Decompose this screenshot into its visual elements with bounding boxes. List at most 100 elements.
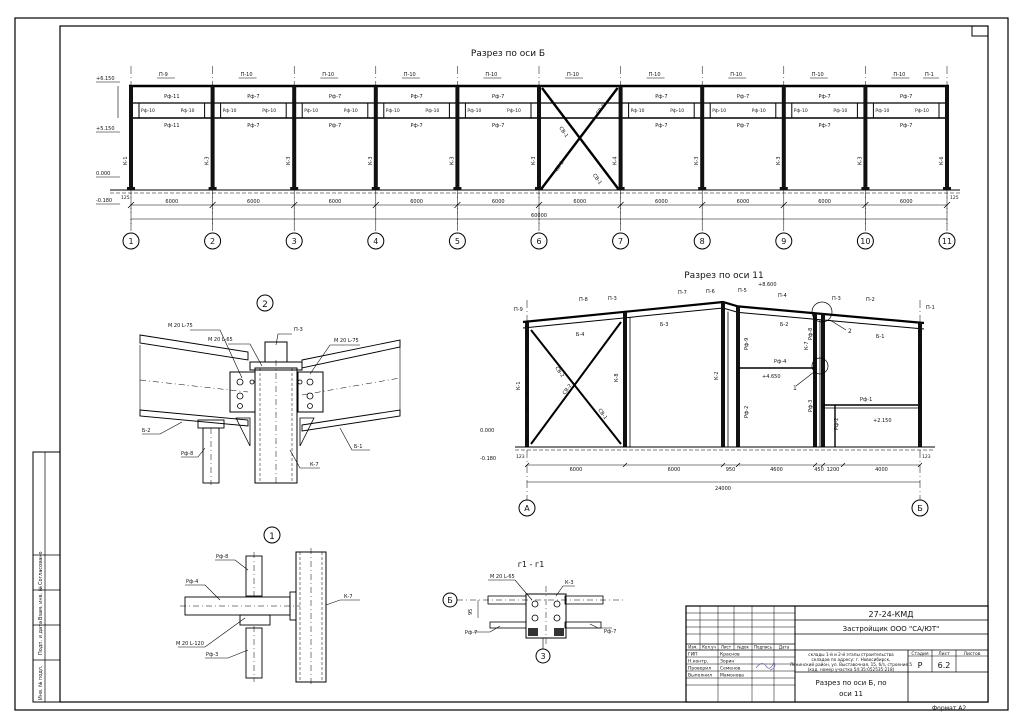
post-label: Рф-8 — [808, 328, 814, 340]
node-2-label: П-3 — [294, 327, 303, 333]
column — [821, 314, 825, 447]
company-name: Застройщик ООО "СА/ЮТ" — [843, 625, 940, 633]
side-beam-label: Рф-10 — [425, 108, 439, 114]
side-stamp-label: Подп. и дата — [38, 621, 44, 655]
axis-label: 11 — [942, 237, 952, 246]
mid-beam-label: Рф-7 — [247, 94, 259, 100]
mid-beam-label: Рф-7 — [410, 94, 422, 100]
span-dim: 6000 — [570, 467, 583, 473]
column — [129, 86, 133, 190]
object-line: складов по адресу: г. Новосибирск, — [812, 657, 891, 662]
column — [618, 86, 623, 190]
beam-label: П-4 — [778, 293, 787, 299]
edge-dim: 125 — [121, 195, 130, 201]
beam-label: П-8 — [579, 297, 588, 303]
dim-tick — [943, 201, 951, 209]
section-z1-label: Рф-7 — [604, 629, 616, 635]
column — [736, 306, 740, 447]
column-label: К-3 — [857, 156, 863, 165]
col-header: Кол.уч — [702, 645, 716, 650]
bottom-beam-label: Рф-7 — [329, 123, 341, 129]
node-2-label: М 20 L-75 — [168, 323, 193, 329]
side-beam-label: Рф-10 — [304, 108, 318, 114]
stage-header: Стадия — [911, 651, 929, 657]
col-header: №док — [737, 645, 749, 650]
object-line: Ленинский район, ул. Выставочная, 15, б/… — [790, 662, 913, 667]
bottom-beam-label: Рф-7 — [655, 123, 667, 129]
node-2-label: М 20 L-75 — [334, 338, 359, 344]
side-beam-label: Рф-10 — [712, 108, 726, 114]
top-beam-label: П-10 — [567, 72, 579, 78]
post-label: Рф-2 — [744, 406, 750, 418]
horizontal-label: Рф-4 — [774, 359, 786, 365]
dim-tick — [720, 462, 726, 468]
object-line: склады 1-й и 2-й этапы строительства — [808, 652, 894, 657]
column — [700, 86, 705, 190]
document-code: 27-24-КМД — [869, 610, 914, 619]
level-mark: +8.600 — [758, 282, 777, 288]
section-11-title: Разрез по оси 11 — [684, 271, 764, 281]
span-dim: 6000 — [818, 199, 831, 205]
column-base — [453, 187, 462, 190]
node-2-label: М 20 L-65 — [208, 337, 233, 343]
horizontal-label: Рф-1 — [860, 397, 872, 403]
bracing-member — [530, 321, 622, 445]
sheet-number: 6.2 — [938, 661, 951, 670]
person-name: Зорин — [720, 659, 734, 665]
axis-label: 10 — [860, 237, 870, 246]
side-beam-label: Рф-10 — [915, 108, 929, 114]
column-label: К-2 — [714, 371, 720, 380]
dim-tick — [917, 462, 923, 468]
person-name: Краснов — [720, 652, 740, 658]
rafter-label: Б-4 — [576, 332, 584, 338]
side-beam-label: Рф-10 — [875, 108, 889, 114]
top-beam-label: П-9 — [159, 72, 168, 78]
format-label: Формат А2 — [932, 705, 966, 712]
bracing-label: СВ-1 — [557, 126, 569, 139]
level-mark: +6.150 — [96, 76, 115, 82]
column — [525, 322, 529, 447]
object-line: (кад. номер участка 54:35:052535:218) — [808, 667, 895, 672]
dim-tick — [840, 462, 846, 468]
column-label: К-3 — [368, 156, 374, 165]
column-base — [371, 187, 380, 190]
top-beam-label: П-10 — [893, 72, 905, 78]
axis-label: А — [524, 504, 530, 513]
sheet-name: Разрез по оси Б, по — [815, 679, 886, 687]
corner-stamp — [971, 25, 989, 37]
span-dim: 6000 — [900, 199, 913, 205]
column-base — [616, 187, 625, 190]
bracing-label: СВ-1 — [554, 160, 566, 173]
edge-dim: 125 — [950, 195, 959, 201]
side-beam-label: Рф-10 — [631, 108, 645, 114]
post-label: Рф-9 — [744, 338, 750, 350]
column-base — [208, 187, 217, 190]
axis-label: 2 — [210, 237, 215, 246]
column — [813, 313, 817, 447]
bracing-member — [541, 87, 619, 189]
section-b-drawing: +6.150+5.1500.000-0.180К-11П-9К-32П-10К-… — [96, 66, 960, 250]
outer-frame — [14, 17, 1009, 711]
bracing-label: СВ-1 — [596, 408, 608, 421]
side-beam-label: Рф-10 — [467, 108, 481, 114]
side-beam-label: Рф-10 — [344, 108, 358, 114]
bottom-beam-label: Рф-7 — [900, 123, 912, 129]
span-dim: 1200 — [827, 467, 840, 473]
side-beam-label: Рф-10 — [223, 108, 237, 114]
section-b-title: Разрез по оси Б — [471, 49, 545, 59]
section-z1-title: г1 - г1 — [518, 560, 545, 569]
col-header: Подпись — [754, 645, 773, 650]
overall-dim: 24000 — [715, 486, 731, 492]
axis-bubble — [122, 232, 140, 250]
node-1-detail: 1 Рф-8 Рф-4 М 20 L-120 Рф-3 К-7 — [176, 526, 360, 686]
side-beam-label: Рф-10 — [181, 108, 195, 114]
edge-dim: 123 — [516, 454, 525, 460]
column — [537, 86, 541, 190]
span-dim: 4000 — [875, 467, 888, 473]
top-beam-label: П-1 — [925, 72, 934, 78]
column-label: К-3 — [286, 156, 292, 165]
axis-bubble — [775, 232, 793, 250]
column — [721, 302, 725, 447]
sheet-header: Лист — [938, 651, 950, 657]
